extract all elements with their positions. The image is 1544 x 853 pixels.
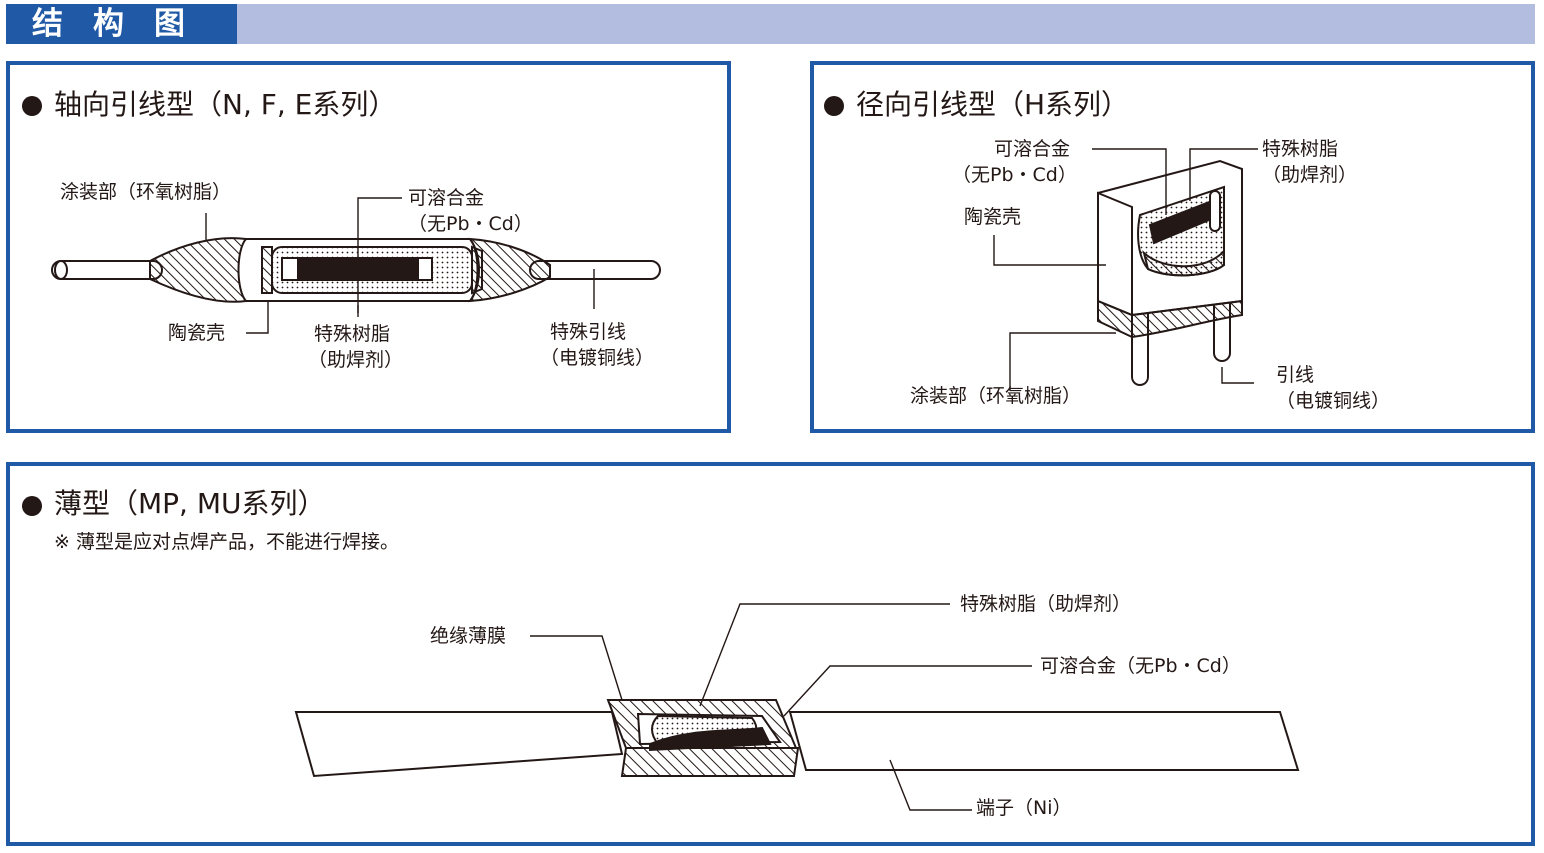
ceramic-front xyxy=(1097,191,1133,317)
axial-panel-title: 轴向引线型（N, F, E系列） xyxy=(54,88,397,121)
axial-lead-panel: 轴向引线型（N, F, E系列） xyxy=(6,61,731,433)
radial-lead-panel: 径向引线型（H系列） xyxy=(810,61,1535,433)
label-lead-sub: （电镀铜线） xyxy=(540,347,655,369)
thin-panel-title: 薄型（MP, MU系列） xyxy=(54,487,326,520)
label-alloy: 可溶合金 xyxy=(994,138,1071,160)
label-film: 绝缘薄膜 xyxy=(430,625,507,647)
left-lead xyxy=(51,260,163,280)
bullet-icon xyxy=(22,96,42,116)
fusible-alloy xyxy=(649,726,772,752)
label-terminal: 端子（Ni） xyxy=(976,797,1072,819)
label-alloy-sub: （无Pb・Cd） xyxy=(952,164,1077,186)
label-coating: 涂装部（环氧树脂） xyxy=(910,385,1082,407)
fusible-alloy xyxy=(281,257,433,281)
bottom-coating xyxy=(1097,299,1243,339)
thin-type-panel: 薄型（MP, MU系列） ※ 薄型是应对点焊产品，不能进行焊接。 xyxy=(6,462,1535,846)
label-alloy-sub: （无Pb・Cd） xyxy=(408,213,533,235)
label-lead-sub: （电镀铜线） xyxy=(1276,390,1391,412)
label-resin: 特殊树脂 xyxy=(314,323,391,345)
label-coating: 涂装部（环氧树脂） xyxy=(60,181,232,203)
terminal-right xyxy=(788,711,1300,771)
thin-fuse-diagram xyxy=(294,603,1300,811)
thin-note: ※ 薄型是应对点焊产品，不能进行焊接。 xyxy=(54,531,399,553)
label-lead: 引线 xyxy=(1276,364,1315,386)
terminal-left xyxy=(294,711,624,778)
label-resin-sub: （助焊剂） xyxy=(1262,164,1358,186)
page-title: 结构图 xyxy=(6,4,237,44)
label-resin: 特殊树脂 xyxy=(1262,138,1339,160)
label-ceramic: 陶瓷壳 xyxy=(168,322,226,344)
label-resin: 特殊树脂（助焊剂） xyxy=(960,593,1132,615)
bullet-icon xyxy=(824,96,844,116)
radial-fuse-diagram xyxy=(993,148,1258,391)
label-alloy: 可溶合金 xyxy=(408,187,485,209)
label-alloy: 可溶合金（无Pb・Cd） xyxy=(1040,655,1241,677)
axial-fuse-diagram xyxy=(51,197,661,334)
label-resin-sub: （助焊剂） xyxy=(308,349,404,371)
header-bar xyxy=(6,4,1535,44)
label-ceramic: 陶瓷壳 xyxy=(964,206,1022,228)
bullet-icon xyxy=(22,496,42,516)
radial-panel-title: 径向引线型（H系列） xyxy=(856,88,1130,121)
right-coating xyxy=(467,237,551,303)
label-lead: 特殊引线 xyxy=(550,321,627,343)
